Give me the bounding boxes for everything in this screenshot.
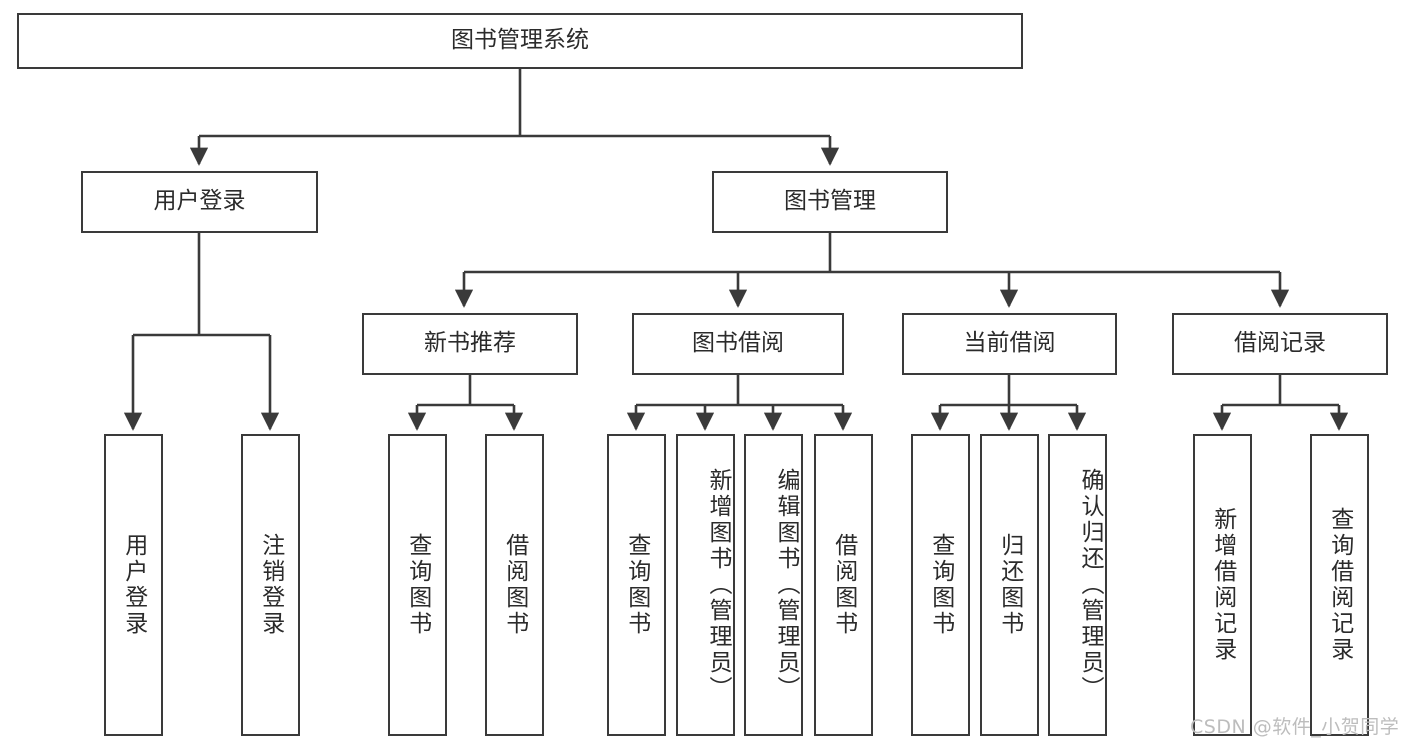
node-leaf-query-book-2[interactable]: 查询图书 — [607, 434, 666, 736]
node-root[interactable]: 图书管理系统 — [17, 13, 1023, 69]
node-leaf-borrow-book-2-label: 借阅图书 — [830, 533, 857, 637]
node-book-borrow[interactable]: 图书借阅 — [632, 313, 844, 375]
node-leaf-borrow-book-2[interactable]: 借阅图书 — [814, 434, 873, 736]
node-leaf-add-book[interactable]: 新增图书（管理员） — [676, 434, 735, 736]
node-new-book-rec-label: 新书推荐 — [424, 330, 516, 357]
node-leaf-confirm-return[interactable]: 确认归还（管理员） — [1048, 434, 1107, 736]
node-book-borrow-label: 图书借阅 — [692, 330, 784, 357]
node-leaf-edit-book-label: 编辑图书（管理员） — [773, 468, 799, 702]
node-leaf-logout-login-label: 注销登录 — [257, 533, 284, 637]
node-root-label: 图书管理系统 — [451, 27, 589, 54]
node-leaf-query-book-3[interactable]: 查询图书 — [911, 434, 970, 736]
node-book-manage-label: 图书管理 — [784, 188, 876, 215]
node-leaf-query-book-2-label: 查询图书 — [623, 533, 650, 637]
node-leaf-query-book-1-label: 查询图书 — [404, 533, 431, 637]
node-leaf-user-login[interactable]: 用户登录 — [104, 434, 163, 736]
node-leaf-return-book[interactable]: 归还图书 — [980, 434, 1039, 736]
node-new-book-rec[interactable]: 新书推荐 — [362, 313, 578, 375]
node-user-login[interactable]: 用户登录 — [81, 171, 318, 233]
node-leaf-query-record-label: 查询借阅记录 — [1326, 507, 1353, 663]
node-leaf-return-book-label: 归还图书 — [996, 533, 1023, 637]
node-current-borrow[interactable]: 当前借阅 — [902, 313, 1117, 375]
node-borrow-record[interactable]: 借阅记录 — [1172, 313, 1388, 375]
node-current-borrow-label: 当前借阅 — [963, 330, 1056, 357]
node-leaf-query-record[interactable]: 查询借阅记录 — [1310, 434, 1369, 736]
node-leaf-borrow-book-1-label: 借阅图书 — [501, 533, 528, 637]
node-book-manage[interactable]: 图书管理 — [712, 171, 948, 233]
node-leaf-add-book-label: 新增图书（管理员） — [705, 468, 731, 702]
node-leaf-user-login-label: 用户登录 — [120, 533, 147, 637]
node-leaf-query-book-1[interactable]: 查询图书 — [388, 434, 447, 736]
node-user-login-label: 用户登录 — [153, 188, 246, 215]
csdn-watermark: CSDN @软件_小贺同学 — [1190, 716, 1400, 738]
node-leaf-query-book-3-label: 查询图书 — [927, 533, 954, 637]
node-leaf-borrow-book-1[interactable]: 借阅图书 — [485, 434, 544, 736]
node-leaf-add-record-label: 新增借阅记录 — [1209, 507, 1236, 663]
node-leaf-logout-login[interactable]: 注销登录 — [241, 434, 300, 736]
node-leaf-confirm-return-label: 确认归还（管理员） — [1077, 468, 1103, 702]
node-borrow-record-label: 借阅记录 — [1234, 330, 1326, 357]
node-leaf-edit-book[interactable]: 编辑图书（管理员） — [744, 434, 803, 736]
node-leaf-add-record[interactable]: 新增借阅记录 — [1193, 434, 1252, 736]
